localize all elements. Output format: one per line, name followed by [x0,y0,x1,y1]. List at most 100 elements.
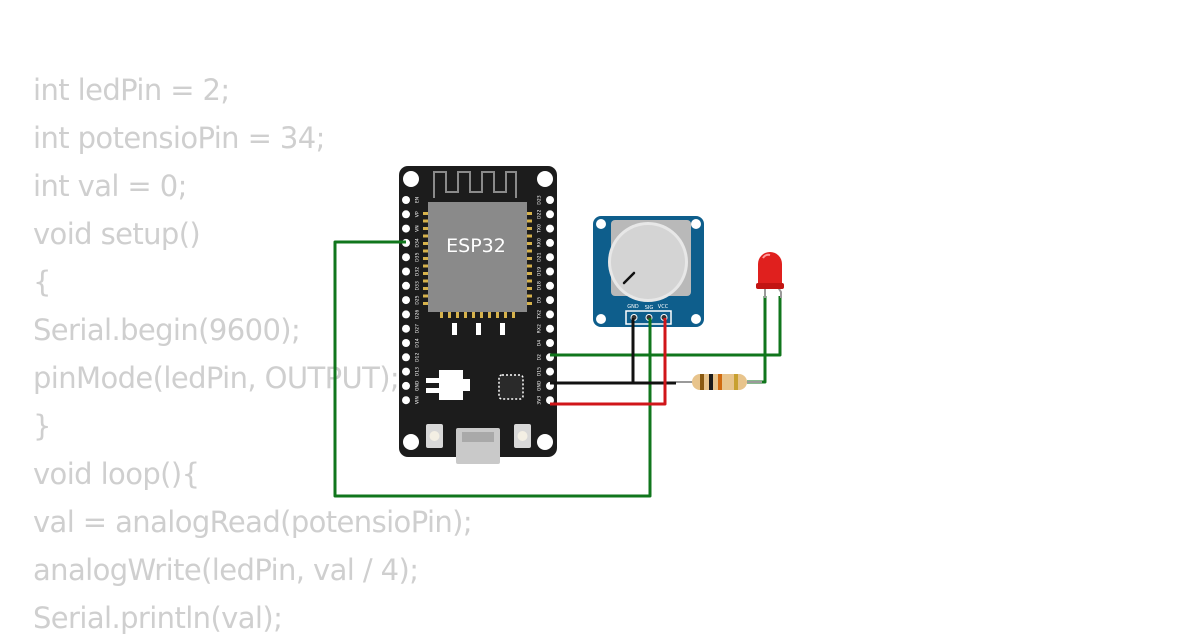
pin-label: D13 [415,367,421,376]
module-pad [526,212,532,215]
pin-label: D27 [415,324,421,333]
esp32-right-pin-header[interactable]: D23D22TX0RX0D21D19D18D5TX2RX2D4D2D15GND3… [537,195,555,405]
wire-d2-to-led[interactable] [550,296,782,357]
module-pad [504,312,507,318]
resistor-band [700,374,704,390]
resistor-band [718,374,722,390]
wire-resistor-to-led[interactable] [747,296,767,384]
pin-label: D15 [537,367,543,376]
esp32-left-pin-header[interactable]: ENVPVND34D35D32D33D25D26D27D14D12D13GNDV… [402,196,421,405]
knob-face [611,225,685,299]
mounting-hole [403,434,419,450]
code-line: pinMode(ledPin, OUTPUT); [33,361,400,395]
resistor[interactable] [676,374,762,390]
pin-label: GND [537,380,543,391]
module-pad [526,279,532,283]
module-pad [423,242,429,245]
pin-label: D19 [537,267,543,276]
pin-tx0[interactable] [546,224,554,233]
pin-label: RX0 [537,238,543,247]
pin-vp[interactable] [402,210,410,219]
code-listing: int ledPin = 2; int potensioPin = 34; in… [33,66,473,642]
module-pad [423,279,429,283]
pin-d23[interactable] [546,196,554,204]
pin-vin[interactable] [402,396,410,405]
pin-label: D5 [537,297,543,304]
antenna-trace [433,171,517,198]
pin-d25[interactable] [402,296,410,305]
pin-3v3[interactable] [546,396,554,405]
code-line: int ledPin = 2; [33,73,230,107]
esp32-chip [428,202,527,312]
wire-d34-to-sig[interactable] [333,240,652,498]
pin-d27[interactable] [402,324,410,333]
module-pad [526,294,532,298]
led[interactable] [756,252,784,298]
code-line: void loop(){ [33,457,200,491]
pin-vn[interactable] [402,224,410,233]
wire-3v3-to-vcc[interactable] [550,318,667,406]
smd-component [452,323,457,335]
pin-gnd[interactable] [402,381,410,390]
pin-d22[interactable] [546,210,554,219]
en-button[interactable] [426,424,443,448]
pot-pin-label-sig: SIG [645,305,654,311]
pin-en[interactable] [402,196,410,204]
code-line: Serial.begin(9600); [33,313,301,347]
module-pad [512,312,515,318]
module-pad [480,312,483,318]
usb-uart-chip [498,374,524,400]
module-pad [464,312,467,318]
potentiometer-module[interactable]: GND SIG VCC [593,216,704,327]
pin-d19[interactable] [546,267,554,276]
pin-label: D34 [415,238,421,247]
pin-d32[interactable] [402,267,410,276]
pin-label: 3V3 [537,396,543,405]
module-pad [423,287,429,290]
led-rim [756,283,784,289]
pot-pin-label-vcc: VCC [658,304,669,310]
module-pad [526,272,532,275]
module-pad [423,249,429,253]
pin-d21[interactable] [546,253,554,262]
resistor-band [709,374,713,390]
mounting-hole [537,171,553,187]
mounting-hole [596,219,606,229]
pin-d4[interactable] [546,339,554,347]
pot-pin-label-gnd: GND [627,304,639,310]
pin-d12[interactable] [402,353,410,362]
pin-d14[interactable] [402,339,410,347]
module-pad [423,294,429,298]
mounting-hole [691,219,701,229]
module-pad [448,312,451,318]
boot-button[interactable] [514,424,531,448]
pin-label: EN [415,197,421,203]
pin-d15[interactable] [546,367,554,376]
pin-d26[interactable] [402,310,410,319]
pin-d33[interactable] [402,281,410,290]
resistor-band [734,374,738,390]
module-pad [423,227,429,230]
module-pad [472,312,475,318]
pin-label: D4 [537,340,543,347]
pin-rx2[interactable] [546,324,554,333]
pin-tx2[interactable] [546,310,554,319]
pin-d18[interactable] [546,281,554,290]
regulator-leg [426,388,439,393]
module-pad [423,264,429,268]
pin-label: D21 [537,252,543,261]
pin-d35[interactable] [402,253,410,262]
pin-d13[interactable] [402,367,410,376]
pin-label: GND [415,380,421,391]
module-pad [456,312,459,318]
wire-gnd-to-pot-gnd[interactable] [550,318,635,385]
pin-label: D12 [415,353,421,362]
code-line: { [33,265,51,299]
mounting-hole [691,314,701,324]
esp32-board[interactable]: ESP32 ENVPVND34D35D32D33D25D26D27D14D12D… [399,166,557,464]
pin-label: D23 [537,195,543,204]
usb-port-opening [462,432,494,442]
pin-rx0[interactable] [546,238,554,247]
module-pad [423,212,429,215]
pin-d5[interactable] [546,296,554,305]
